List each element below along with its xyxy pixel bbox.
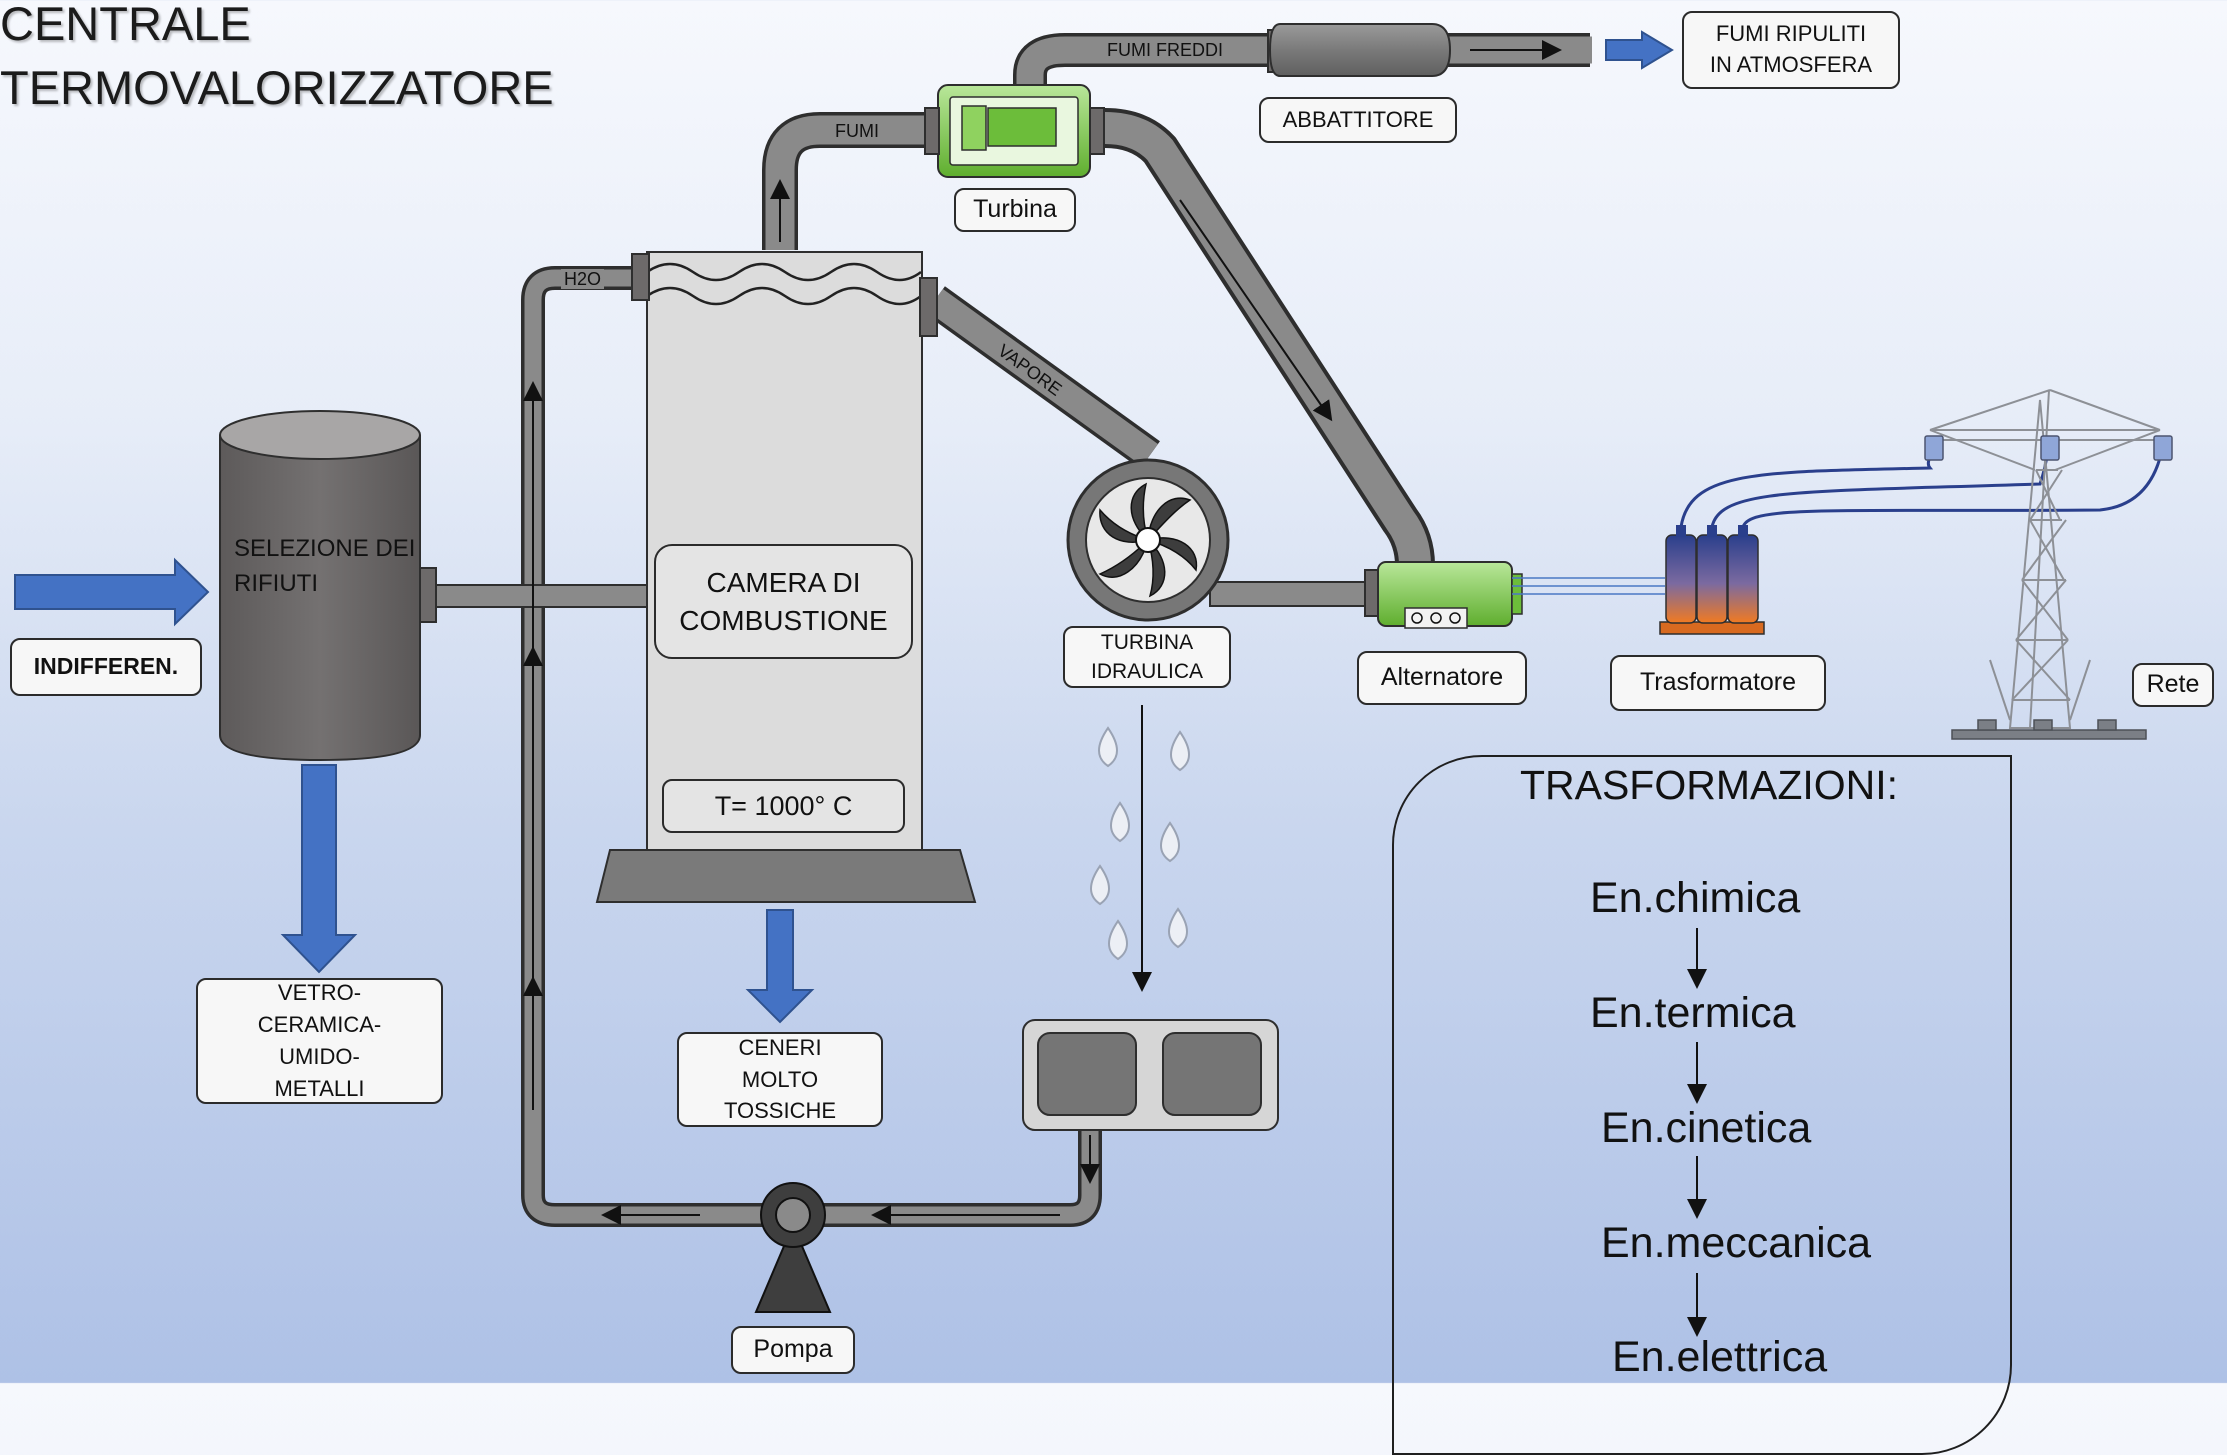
vetro-line-1: VETRO-	[277, 980, 362, 1006]
indifferenziato-text: INDIFFEREN.	[33, 653, 179, 680]
ceneri-label: CENERI MOLTO TOSSICHE	[677, 1032, 883, 1127]
trasformazioni-title: TRASFORMAZIONI:	[1519, 762, 1899, 808]
pipe-label-fumi-freddi: FUMI FREDDI	[1104, 40, 1226, 60]
vetro-label: VETRO- CERAMICA- UMIDO- METALLI	[196, 978, 443, 1104]
selezione-line-2: RIFIUTI	[234, 569, 318, 597]
selezione-line-1: SELEZIONE DEI	[234, 535, 416, 562]
pompa-text: Pompa	[753, 1335, 833, 1364]
indifferenziato-label: INDIFFEREN.	[10, 638, 202, 696]
trasformatore-text: Trasformatore	[1639, 668, 1797, 697]
hydraulic-turbine	[1066, 458, 1230, 622]
alternatore-text: Alternatore	[1380, 663, 1504, 692]
water-loop-pipe	[521, 266, 1102, 1227]
fumi-ripuliti-line-1: FUMI RIPULITI	[1715, 21, 1867, 47]
power-cables	[1679, 449, 2164, 528]
water-collector	[1022, 1019, 1279, 1131]
camera-line-1: CAMERA DI	[706, 566, 861, 598]
flow-arrows	[14, 30, 1674, 1024]
trasformazioni-step-4: En.meccanica	[1601, 1219, 1872, 1267]
fumi-ripuliti-label: FUMI RIPULITI IN ATMOSFERA	[1682, 11, 1900, 89]
feed-pipe	[419, 567, 653, 623]
turbina-label: Turbina	[954, 188, 1076, 232]
title-line-2: TERMOVALORIZZATORE	[0, 61, 554, 114]
turbina-idraulica-label: TURBINA IDRAULICA	[1063, 626, 1231, 688]
pipe-label-fumi: FUMI	[832, 121, 882, 141]
temperature-text: T= 1000° C	[714, 790, 853, 821]
alternator-machine	[1364, 561, 1523, 629]
fumi-ripuliti-line-2: IN ATMOSFERA	[1709, 52, 1873, 77]
arrow-to-ceneri	[745, 909, 815, 1024]
pipe-label-h2o: H2O	[561, 269, 605, 289]
arrow-input	[14, 557, 210, 627]
turbina-text: Turbina	[973, 195, 1057, 224]
arrow-to-atmosphere	[1605, 30, 1674, 70]
transformer-unit	[1659, 525, 1765, 635]
vetro-line-2: CERAMICA-	[257, 1012, 382, 1038]
abbattitore-text: ABBATTITORE	[1282, 107, 1434, 133]
trasformazioni-step-5: En.elettrica	[1612, 1333, 1828, 1381]
ceneri-line-3: TOSSICHE	[723, 1098, 837, 1124]
pompa-label: Pompa	[731, 1326, 855, 1374]
turbina-idraulica-line-1: TURBINA	[1100, 630, 1194, 654]
pylon-insulators	[1924, 435, 2173, 461]
drive-shaft	[1209, 581, 1381, 607]
vetro-line-4: METALLI	[274, 1075, 365, 1101]
trasformazioni-step-1: En.chimica	[1590, 874, 1801, 922]
steam-pipe	[925, 286, 1160, 469]
water-drops	[1090, 726, 1190, 961]
alternatore-label: Alternatore	[1357, 651, 1527, 705]
fumi-pipe	[762, 112, 940, 250]
trasformazioni-step-3: En.cinetica	[1601, 1104, 1812, 1152]
waste-tank	[219, 410, 421, 762]
rete-text: Rete	[2146, 670, 2200, 699]
turbina-idraulica-line-2: IDRAULICA	[1090, 660, 1204, 683]
turbine-to-alternator-pipe	[1104, 108, 1435, 566]
temperature-label: T= 1000° C	[662, 779, 905, 833]
title-line-1: CENTRALE	[0, 0, 251, 50]
trasformatore-label: Trasformatore	[1610, 655, 1826, 711]
selezione-label: SELEZIONE DEI RIFIUTI	[234, 532, 415, 602]
alternator-wires	[1512, 577, 1665, 595]
camera-line-2: COMBUSTIONE	[679, 604, 888, 636]
turbine-machine	[924, 84, 1105, 178]
pylon-base	[1951, 719, 2147, 740]
camera-label: CAMERA DI COMBUSTIONE	[654, 544, 913, 659]
ceneri-line-1: CENERI	[738, 1034, 822, 1060]
arrow-to-vetro	[280, 764, 358, 974]
abbattitore-unit	[1267, 23, 1452, 77]
abbattitore-label: ABBATTITORE	[1259, 97, 1457, 143]
trasformazioni-step-2: En.termica	[1590, 989, 1796, 1037]
direction-arrows	[523, 40, 1707, 1337]
ceneri-line-2: MOLTO	[741, 1066, 819, 1092]
rete-label: Rete	[2132, 663, 2214, 707]
page-title: CENTRALE TERMOVALORIZZATORE	[0, 0, 554, 120]
pump	[754, 1182, 832, 1313]
vetro-line-3: UMIDO-	[279, 1044, 360, 1069]
